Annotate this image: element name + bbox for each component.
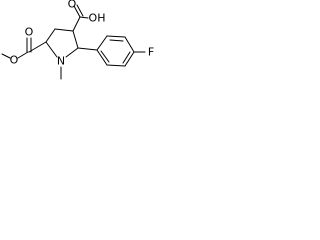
bond-ring-c2-n [65, 47, 79, 58]
bond-phenyl-inner-2 [122, 51, 131, 64]
bond-phenyl-4 [124, 51, 135, 67]
bond-phenyl-1 [96, 35, 108, 51]
bond-phenyl-inner-1 [109, 39, 124, 42]
chemical-structure-diagram: O O N O OH F [1, 0, 154, 80]
atom-label-n: N [57, 55, 65, 68]
bond-c3-acid-carbon [72, 16, 81, 32]
bond-phenyl-2 [106, 35, 126, 38]
bond-methyl-o [1, 53, 11, 59]
atom-label-o-methoxy: O [10, 54, 19, 67]
atom-label-o-acid-carbonyl: O [68, 0, 77, 11]
atom-label-oh: OH [89, 12, 106, 25]
atom-label-o-ester-carbonyl: O [25, 26, 34, 39]
bond-ring-c3-c2 [72, 30, 79, 49]
bond-ester-to-ring [28, 41, 47, 53]
bond-ring-c4-c3 [54, 28, 74, 32]
atom-label-f: F [148, 46, 154, 59]
bond-phenyl-inner-3 [100, 50, 110, 63]
bond-phenyl-3 [124, 36, 135, 53]
bond-acid-oh [79, 16, 89, 19]
bond-o-ester-carbon [17, 51, 29, 59]
bond-ring-n-c5 [45, 41, 58, 58]
bond-c2-phenyl [77, 47, 98, 51]
bond-acid-carbonyl-a [73, 5, 81, 18]
bond-acid-carbonyl-b [76, 4, 84, 17]
bond-ring-c5-c4 [45, 28, 56, 43]
bond-phenyl-6 [96, 49, 108, 66]
bond-phenyl-5 [106, 64, 126, 67]
